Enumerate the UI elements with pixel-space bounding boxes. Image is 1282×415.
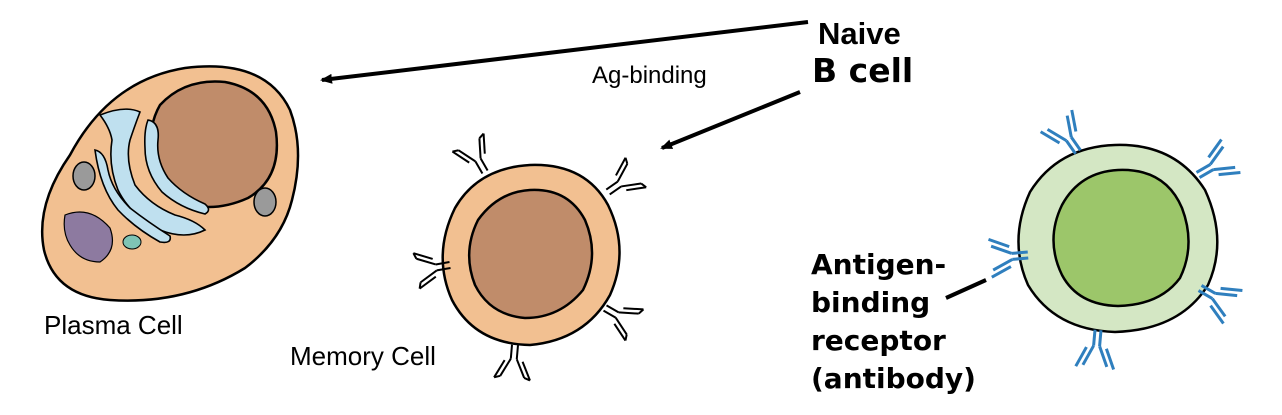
- b-cell-label: B cell: [812, 51, 914, 90]
- receptor-pointer-line: [945, 278, 987, 300]
- receptor-label-line3: receptor: [811, 324, 946, 357]
- endoplasmic-reticulum: [94, 108, 210, 244]
- receptor-label-line4: (antibody): [811, 362, 976, 395]
- memory-cell: [412, 132, 648, 382]
- mitochondria: [72, 161, 277, 217]
- memory-nucleus: [467, 188, 594, 320]
- receptor-label-line2: binding: [811, 286, 931, 319]
- arrow-to-plasma: [320, 20, 809, 84]
- b-cell-nucleus: [1052, 168, 1190, 308]
- vesicle: [122, 234, 142, 250]
- arrow-to-memory: [660, 90, 801, 150]
- plasma-cell-label: Plasma Cell: [44, 310, 183, 340]
- naive-b-cell-illustration: [986, 108, 1244, 372]
- receptor-label: Antigen- binding receptor (antibody): [811, 246, 976, 398]
- ag-binding-label: Ag-binding: [592, 62, 707, 89]
- memory-antibody: [493, 342, 534, 382]
- plasma-cell: [40, 65, 300, 302]
- b-cell-antibody: [1074, 326, 1119, 372]
- receptor-label-line1: Antigen-: [811, 248, 947, 281]
- golgi: [63, 211, 113, 263]
- memory-cell-label: Memory Cell: [290, 341, 436, 371]
- naive-label: Naive: [818, 16, 901, 51]
